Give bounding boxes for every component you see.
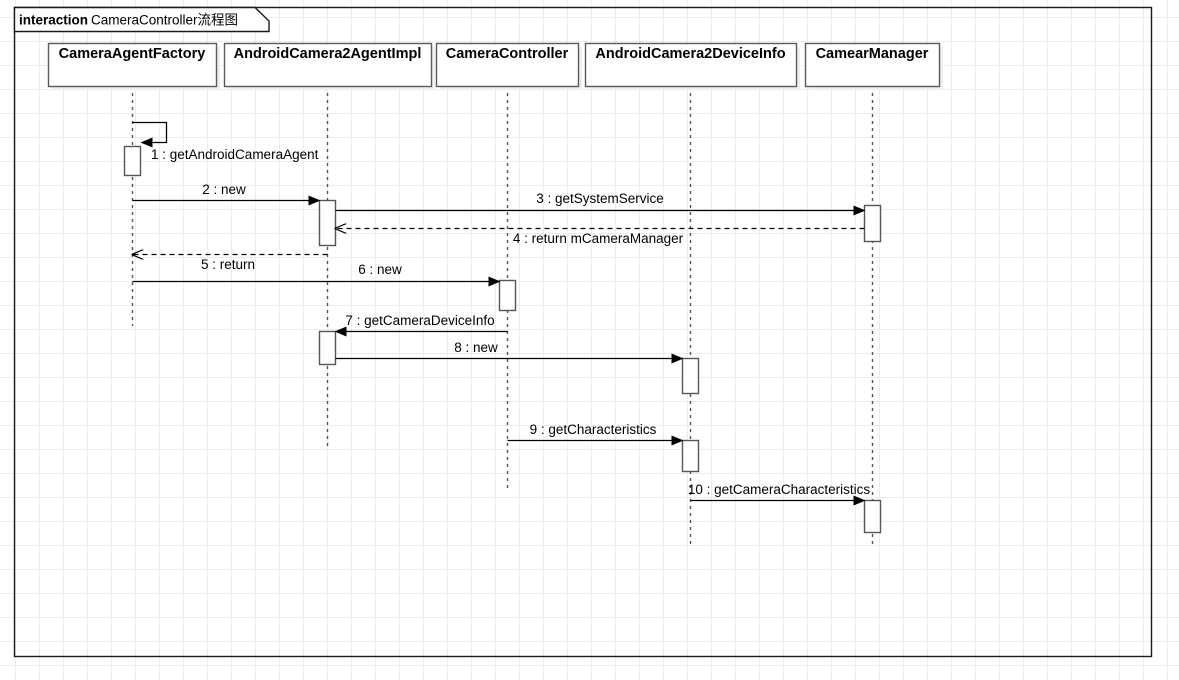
lifeline-head-deviceinfo[interactable]: AndroidCamera2DeviceInfo: [584, 42, 801, 91]
message-label-6: 6 : new: [358, 262, 402, 277]
lifeline-heads-group: CameraAgentFactory AndroidCamera2AgentImp…: [47, 42, 944, 91]
message-label-7: 7 : getCameraDeviceInfo: [345, 313, 494, 328]
lifeline-head-box: [223, 42, 433, 88]
message-label-10: 10 : getCameraCharacteristics: [688, 482, 871, 497]
frame-kind-label: interaction: [19, 13, 88, 28]
activation-bar-act-1: [123, 145, 142, 177]
message-label-1: 1 : getAndroidCameraAgent: [151, 147, 319, 162]
activation-bar-act-9: [681, 439, 700, 473]
lifeline-lines-group: [131, 86, 874, 547]
lifeline-label-agent: AndroidCamera2AgentImpl: [234, 46, 422, 62]
activation-bar-act-10: [863, 499, 882, 534]
lifeline-head-box: [804, 42, 941, 88]
lifeline-head-controller[interactable]: CameraController: [435, 42, 583, 91]
message-label-4: 4 : return mCameraManager: [513, 231, 684, 246]
interaction-frame: interaction CameraController流程图: [13, 6, 1153, 658]
lifeline-label-controller: CameraController: [446, 46, 569, 62]
lifeline-head-factory[interactable]: CameraAgentFactory: [47, 42, 221, 91]
activation-bar-act-2: [318, 199, 337, 247]
lifeline-head-manager[interactable]: CamearManager: [804, 42, 944, 91]
lifeline-label-factory: CameraAgentFactory: [59, 46, 206, 62]
lifeline-label-manager: CamearManager: [816, 46, 929, 62]
frame-border: [13, 6, 1153, 658]
message-1[interactable]: [132, 121, 168, 148]
lifeline-head-box: [584, 42, 798, 88]
message-line-1: [132, 121, 168, 148]
lifeline-head-box: [435, 42, 580, 88]
lifeline-head-box: [47, 42, 218, 88]
message-arrows-group: [132, 121, 866, 506]
activation-bars-group: [123, 145, 882, 534]
activation-bar-act-7: [318, 330, 337, 366]
message-labels-group: 1 : getAndroidCameraAgent 2 : new 3 : getS…: [151, 147, 870, 497]
message-label-3: 3 : getSystemService: [536, 191, 664, 206]
activation-bar-act-6: [498, 279, 517, 312]
lifeline-head-agent[interactable]: AndroidCamera2AgentImpl: [223, 42, 436, 91]
message-label-9: 9 : getCharacteristics: [530, 422, 657, 437]
frame-tag-shape: [13, 6, 270, 33]
activation-bar-act-8: [681, 357, 700, 395]
frame-name-label: CameraController流程图: [91, 13, 238, 28]
activation-bar-act-3: [863, 204, 882, 243]
message-label-8: 8 : new: [454, 340, 498, 355]
lifeline-label-deviceinfo: AndroidCamera2DeviceInfo: [595, 46, 785, 62]
message-label-5: 5 : return: [201, 257, 255, 272]
message-label-2: 2 : new: [202, 182, 246, 197]
